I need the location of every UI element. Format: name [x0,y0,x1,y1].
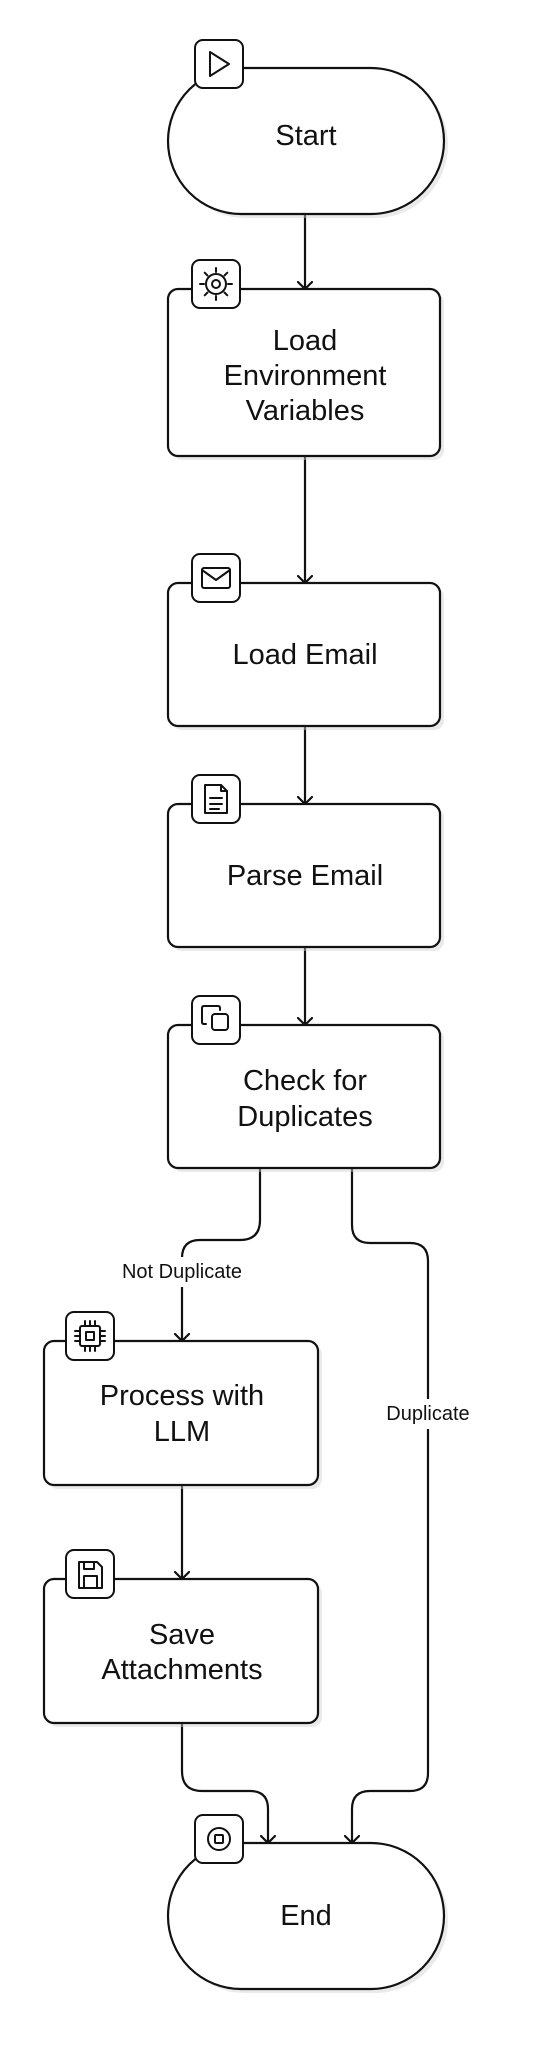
node-process-with-llm: Process with LLM [42,1311,322,1489]
node-save-attachments-shape [42,1577,320,1725]
edge-label-duplicate: Duplicate [386,1403,469,1425]
edge-label-background-not-duplicate [98,1257,266,1287]
node-parse-email-shape [166,802,442,949]
node-process-with-llm-shape [42,1339,320,1487]
node-load-email: Load Email [166,553,444,730]
mail-icon [191,553,241,603]
node-check-for-duplicates-shape [166,1023,442,1170]
node-load-environment-variables: Load Environment Variables [166,259,444,460]
edge-check-to-process [182,1166,262,1343]
connectors [180,212,430,1845]
gear-icon [191,259,241,309]
copy-icon [191,995,241,1045]
node-check-for-duplicates-label-line-2: Duplicates [237,1101,372,1133]
node-start-shape [166,66,446,216]
document-icon [191,774,241,824]
node-process-with-llm-label-line-1: Process with [100,1380,264,1412]
node-save-attachments: Save Attachments [42,1549,322,1727]
edge-check-to-end-duplicate [352,1166,430,1845]
node-load-environment-variables-label-line-2: Environment [224,360,387,392]
edge-label-background-duplicate [371,1399,485,1429]
play-icon [194,39,244,89]
node-load-environment-variables-label-line-3: Variables [246,395,365,427]
node-start: Start [166,39,448,218]
save-icon [65,1549,115,1599]
node-parse-email: Parse Email [166,774,444,951]
node-process-with-llm-label-line-2: LLM [154,1416,210,1448]
node-end-shape [166,1841,446,1991]
stop-icon [194,1814,244,1864]
node-load-environment-variables-shape [166,287,442,458]
node-load-email-shape [166,581,442,728]
node-save-attachments-label-line-2: Attachments [101,1654,262,1686]
edge-save-to-end [180,1721,268,1845]
edge-label-not-duplicate: Not Duplicate [122,1261,242,1283]
node-check-for-duplicates: Check for Duplicates [166,995,444,1172]
node-load-email-label: Load Email [232,639,377,671]
node-end: End [166,1814,448,1993]
cpu-icon [65,1311,115,1361]
node-check-for-duplicates-label-line-1: Check for [243,1065,367,1097]
edge-labels: Not Duplicate Duplicate [98,1257,485,1429]
node-end-label: End [280,1900,332,1932]
node-start-label: Start [275,120,336,152]
node-save-attachments-label-line-1: Save [149,1619,215,1651]
node-load-environment-variables-label-line-1: Load [273,325,338,357]
node-parse-email-label: Parse Email [227,860,383,892]
